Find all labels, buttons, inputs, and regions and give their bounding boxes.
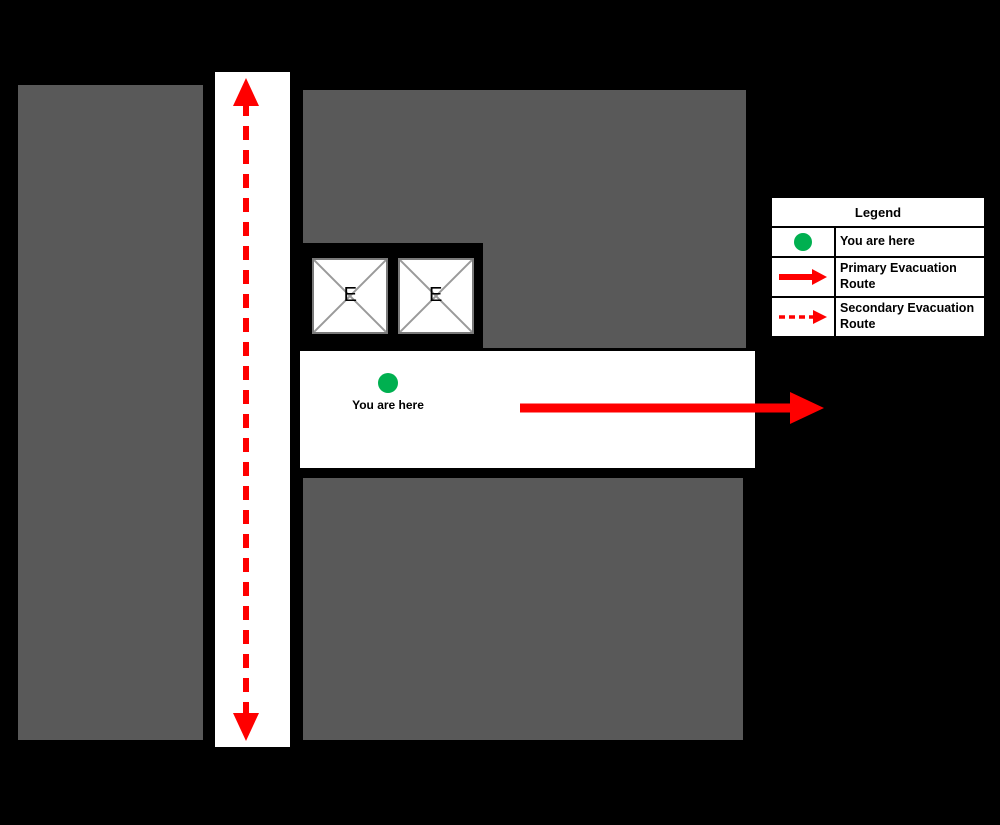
building-block-bottom [303,478,743,740]
building-block-left [18,85,203,740]
elevator-cross-icon [399,259,472,332]
elevator-1: E [312,257,389,334]
legend-item-primary-route: Primary Evacuation Route [772,256,984,296]
elevator-2: E [397,257,474,334]
legend-item-label: Secondary Evacuation Route [840,301,975,331]
legend-panel: Legend You are here Primary Evacuation R… [770,196,986,338]
legend-item-label: You are here [840,234,915,249]
legend-item-secondary-route: Secondary Evacuation Route [772,296,984,336]
legend-item-you-are-here: You are here [772,226,984,256]
secondary-route-arrow-icon [779,310,827,324]
elevator-housing: E E [303,243,483,348]
elevator-cross-icon [314,259,387,332]
you-are-here-dot-icon [794,233,812,251]
legend-icon-cell [772,298,836,336]
secondary-route-arrow [233,78,259,741]
you-are-here-dot-icon [378,373,398,393]
elevator-label: E [343,284,357,306]
legend-icon-cell [772,258,836,296]
elevator-label: E [428,284,443,306]
legend-item-label: Primary Evacuation Route [840,261,957,291]
primary-route-arrow [520,392,824,424]
legend-icon-cell [772,228,836,256]
you-are-here-label: You are here [352,398,424,412]
corridor-vertical [215,72,290,747]
primary-route-arrow-icon [779,269,827,285]
legend-title: Legend [854,204,902,220]
